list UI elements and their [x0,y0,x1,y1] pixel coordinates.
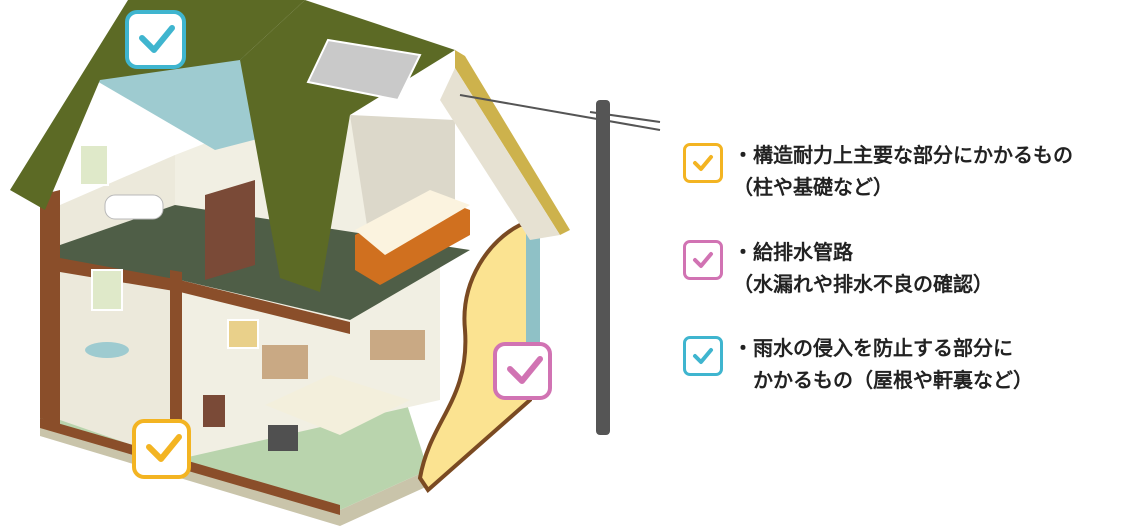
check-icon [683,240,723,280]
check-icon [683,143,723,183]
legend-item-plumbing: ・給排水管路 （水漏れや排水不良の確認） [683,236,993,300]
legend-item-rainwater: ・雨水の侵入を防止する部分に かかるもの（屋根や軒裏など） [683,332,1033,396]
exterior-wall-section [417,223,532,494]
side-table [85,342,129,358]
bed-mattress [355,190,470,255]
roof-skylight [306,38,422,102]
legend-rainwater-line2: かかるもの（屋根や軒裏など） [733,368,1033,392]
legend-structure-line2: （柱や基礎など） [733,175,893,199]
legend-structure-line1: ・構造耐力上主要な部分にかかるもの [733,143,1073,167]
check-marker-foundation [132,419,191,479]
eaves-underside [440,68,560,240]
legend-item-structure: ・構造耐力上主要な部分にかかるもの （柱や基礎など） [683,139,1073,203]
armchair [370,330,425,360]
gutter-downpipe [526,226,540,366]
tv [268,425,298,451]
utility-pole [596,100,610,435]
check-marker-roof [125,10,186,69]
legend-plumbing-line1: ・給排水管路 [733,240,853,264]
rug [265,375,410,435]
legend-plumbing-line2: （水漏れや排水不良の確認） [733,272,993,296]
check-marker-wall [493,342,552,400]
bathtub [104,194,164,220]
wardrobe [205,180,255,280]
frame-center-post [170,270,182,465]
wall-painting [227,319,259,349]
sofa [262,345,308,379]
roof-left-slope [10,0,305,210]
frame-left-post [40,190,60,425]
legend-rainwater-line1: ・雨水の侵入を防止する部分に [733,336,1013,360]
power-line [459,94,661,131]
cabinet [203,395,225,427]
check-icon [683,336,723,376]
frame-floor-beam [60,258,350,334]
window-upper [79,144,109,186]
roof-edge-trim [455,50,570,235]
upper-floor [60,205,470,320]
window-lower [91,269,123,311]
